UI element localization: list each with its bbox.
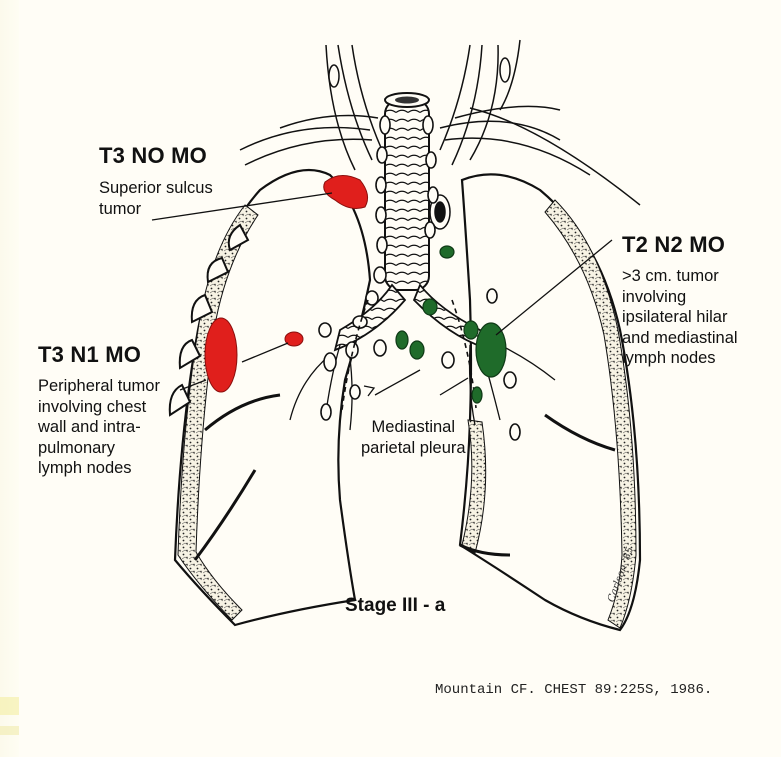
t3n1m0-line: Peripheral tumor <box>38 376 160 397</box>
t3n1m0-line: lymph nodes <box>38 458 160 479</box>
t2n2m0-line: >3 cm. tumor <box>622 266 738 287</box>
label-t3n0m0: T3 NO MO Superior sulcus tumor <box>99 143 213 219</box>
label-t3n1m0: T3 N1 MO Peripheral tumor involving ches… <box>38 342 160 479</box>
label-t2n2m0: T2 N2 MO >3 cm. tumor involving ipsilate… <box>622 232 738 369</box>
pleura-line: parietal pleura <box>361 438 466 459</box>
t3n0m0-heading: T3 NO MO <box>99 143 213 169</box>
t3n0m0-line: Superior sulcus <box>99 178 213 199</box>
t3n1m0-line: pulmonary <box>38 438 160 459</box>
t3n1m0-heading: T3 N1 MO <box>38 342 160 368</box>
t2n2m0-heading: T2 N2 MO <box>622 232 738 258</box>
stage-title: Stage III - a <box>345 595 445 617</box>
t3n1m0-line: wall and intra- <box>38 417 160 438</box>
t2n2m0-line: involving <box>622 287 738 308</box>
citation: Mountain CF. CHEST 89:225S, 1986. <box>435 682 712 698</box>
pleura-line: Mediastinal <box>361 417 466 438</box>
t2n2m0-line: ipsilateral hilar <box>622 307 738 328</box>
trachea <box>385 100 429 290</box>
t3n0m0-line: tumor <box>99 199 213 220</box>
t2n2m0-line: lymph nodes <box>622 348 738 369</box>
t3n1m0-line: involving chest <box>38 397 160 418</box>
label-mediastinal-pleura: Mediastinal parietal pleura <box>361 417 466 458</box>
t2n2m0-line: and mediastinal <box>622 328 738 349</box>
